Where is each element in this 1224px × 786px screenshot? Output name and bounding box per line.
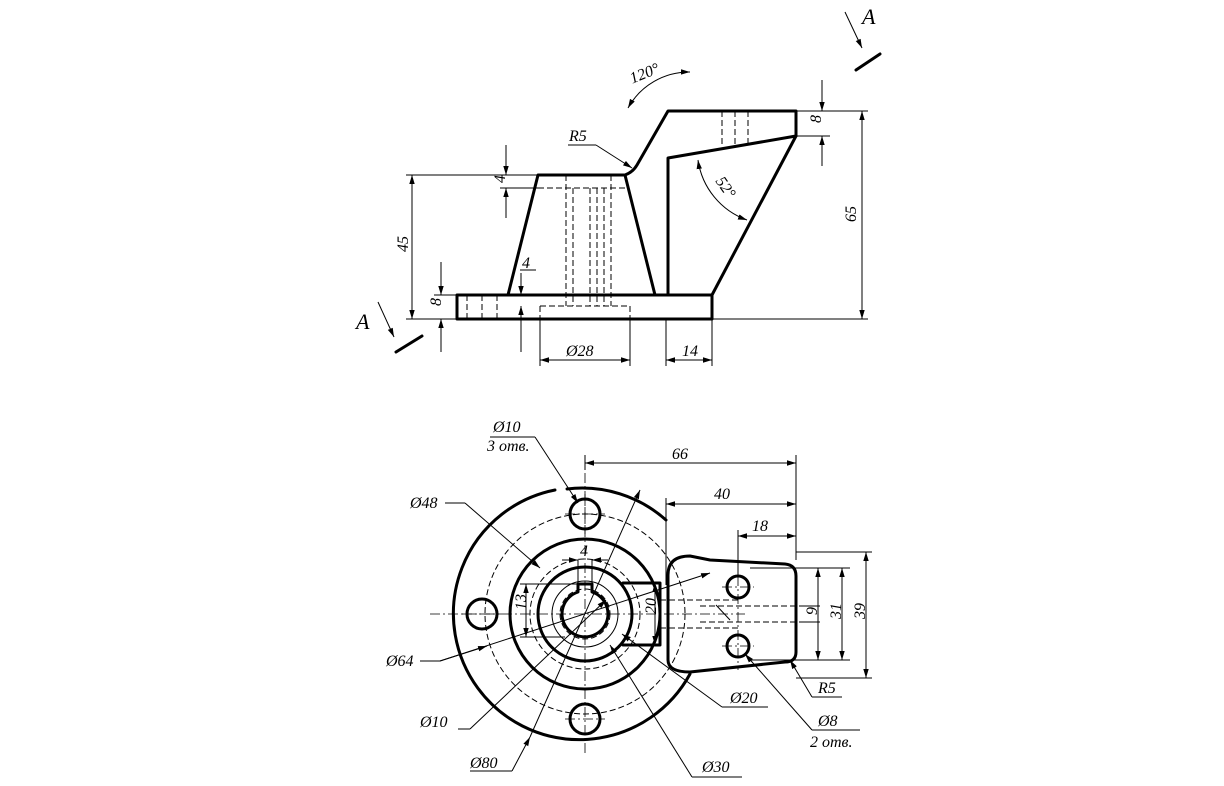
dim-31: 31 (828, 603, 845, 620)
dim-d30: Ø30 (701, 759, 730, 776)
dim-14: 14 (682, 343, 698, 360)
dim-d20: Ø20 (729, 690, 758, 707)
dim-18: 18 (752, 518, 768, 535)
dim-r5-front: R5 (568, 128, 587, 145)
dim-9: 9 (804, 607, 821, 615)
dim-d10-holes: Ø10 (492, 419, 521, 436)
note-3-holes: 3 отв. (486, 438, 530, 455)
dim-40: 40 (714, 486, 730, 503)
note-2-holes: 2 отв. (810, 734, 853, 751)
dim-4-base: 4 (522, 255, 530, 272)
dim-8-base: 8 (428, 298, 445, 306)
dim-angle-52: 52° (712, 174, 739, 203)
cone-body (506, 173, 657, 297)
front-view: A A 120° (354, 4, 882, 366)
section-label-top: A (860, 4, 876, 29)
dim-angle-120: 120° (627, 60, 662, 87)
dim-d48: Ø48 (409, 495, 438, 512)
dim-66: 66 (672, 446, 688, 463)
dim-39: 39 (852, 603, 869, 620)
dim-4-keyway: 4 (580, 543, 588, 560)
bore-keyway (560, 582, 610, 639)
dim-d28: Ø28 (565, 343, 594, 360)
flange-outline (451, 488, 692, 742)
section-label-bottom: A (354, 309, 370, 334)
section-marker-top: A (844, 4, 882, 72)
dim-d8: Ø8 (817, 713, 838, 730)
dim-r5-lug: R5 (817, 680, 836, 697)
dim-8-top: 8 (808, 115, 825, 123)
section-marker-bottom: A (354, 301, 424, 354)
dim-d80: Ø80 (469, 755, 498, 772)
dim-13: 13 (513, 594, 530, 610)
dim-4-top: 4 (492, 175, 509, 183)
base-plate (455, 293, 714, 321)
dim-d10: Ø10 (419, 714, 448, 731)
dim-d64: Ø64 (385, 653, 414, 670)
dim-45: 45 (395, 236, 412, 252)
bracket-body (623, 109, 798, 297)
dim-20: 20 (643, 598, 660, 614)
dim-65: 65 (843, 206, 860, 222)
top-view: 66 40 18 9 31 39 Ø10 3 отв. Ø48 (385, 419, 872, 778)
lug-outline (666, 554, 798, 674)
